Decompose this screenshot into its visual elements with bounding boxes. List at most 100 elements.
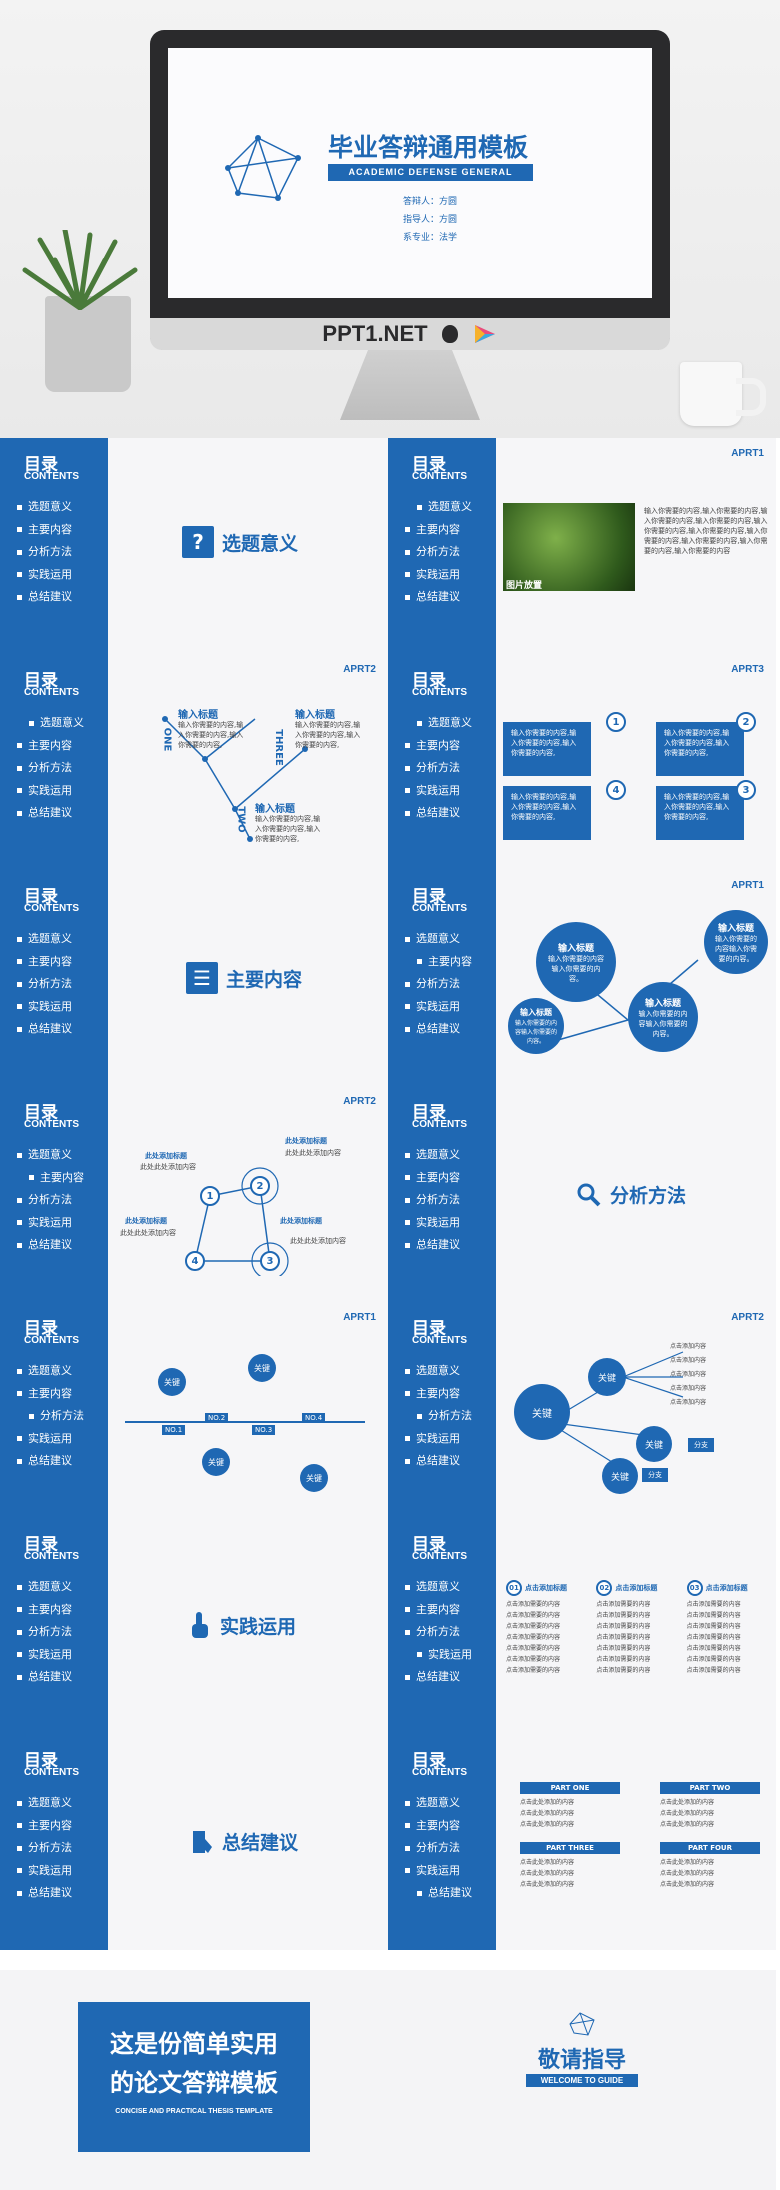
info-box: 输入你需要的内容,输入你需要的内容,输入你需要的内容,	[656, 786, 744, 840]
tree-item: 点击添加内容	[670, 1371, 707, 1378]
toc-item: 主要内容	[29, 1167, 84, 1190]
step-heading: 此处添加标题	[125, 1217, 167, 1225]
toc-title: 目录	[412, 1751, 446, 1771]
slide-toc-3: 目录 CONTENTS 选题意义 主要内容 分析方法 实践运用 总结建议 分析方…	[388, 1086, 776, 1302]
toc-contents: CONTENTS	[412, 1119, 467, 1130]
toc-item: 选题意义	[405, 1360, 472, 1383]
toc-title: 目录	[412, 887, 446, 907]
toc-item: 选题意义	[17, 1144, 84, 1167]
part-label: PART TWO	[660, 1782, 760, 1794]
toc-title: 目录	[24, 887, 58, 907]
toc-item: 实践运用	[405, 1860, 472, 1883]
part-item: 点击此处添加的内容	[520, 1859, 575, 1866]
toc-menu: 选题意义 主要内容 分析方法 实践运用 总结建议	[17, 496, 72, 609]
circle-heading: 输入标题	[717, 923, 754, 934]
closing-line2: 的论文答辩模板	[110, 2069, 278, 2097]
step-number: 1	[200, 1186, 220, 1206]
magnifier-icon	[577, 1183, 601, 1206]
column-item: 点击添加需要的内容	[596, 1634, 651, 1641]
key-circle: 关键	[158, 1368, 186, 1396]
column-item: 点击添加需要的内容	[596, 1645, 651, 1652]
key-circle: 关键	[300, 1464, 328, 1492]
column-item: 点击添加需要的内容	[686, 1656, 741, 1663]
toc-contents: CONTENTS	[412, 687, 467, 698]
toc-item: 总结建议	[17, 1666, 72, 1689]
monitor: 毕业答辩通用模板 ACADEMIC DEFENSE GENERAL 答辩人：方圆…	[150, 30, 670, 350]
branch-heading: 输入标题	[295, 710, 335, 721]
bookmark-icon	[193, 1830, 212, 1853]
slide-steps: 目录 CONTENTS 选题意义 主要内容 分析方法 实践运用 总结建议 APR…	[0, 1086, 388, 1302]
tree-items: 点击添加内容 点击添加内容 点击添加内容 点击添加内容 点击添加内容	[670, 1340, 706, 1410]
column-heading: 点击添加标题	[525, 1584, 567, 1592]
slide-timeline: 目录 CONTENTS 选题意义 主要内容 分析方法 实践运用 总结建议 APR…	[0, 1302, 388, 1518]
section-heading: ? 选题意义	[182, 526, 298, 558]
column-item: 点击添加需要的内容	[506, 1601, 561, 1608]
toc-item: 分析方法	[405, 1189, 460, 1212]
toc-menu: 选题意义 主要内容 分析方法 实践运用 总结建议	[17, 712, 84, 825]
section-title: 分析方法	[610, 1185, 687, 1207]
monitor-stand	[340, 350, 480, 420]
toc-item: 主要内容	[405, 1167, 460, 1190]
question-icon: ?	[182, 526, 214, 558]
hand-pointer-icon	[192, 1612, 208, 1638]
toc-item: 主要内容	[405, 519, 472, 542]
toc-sidebar: 目录 CONTENTS 选题意义 主要内容 分析方法 实践运用 总结建议	[388, 870, 496, 1086]
step-body: 此处此处添加内容	[285, 1149, 341, 1157]
part-block: PART THREE 点击此处添加的内容点击此处添加的内容点击此处添加的内容	[520, 1842, 620, 1890]
key-circle: 关键	[202, 1448, 230, 1476]
toc-item: 总结建议	[17, 1234, 84, 1257]
part-tag: APRT1	[731, 448, 764, 459]
hero-info: 答辩人：方圆 指导人：方圆 系专业：法学	[403, 193, 457, 247]
part-item: 点击此处添加的内容	[520, 1810, 575, 1817]
apple-icon	[441, 325, 458, 343]
circle-body: 输入你需要的内容输入你需要的内容。	[715, 934, 757, 963]
box-number: 1	[606, 712, 626, 732]
part-item: 点击此处添加的内容	[660, 1799, 715, 1806]
toc-item: 分析方法	[405, 541, 472, 564]
key-circle: 关键	[248, 1354, 276, 1382]
branch-tag: 分支	[688, 1438, 714, 1452]
slide-branch: 目录 CONTENTS 选题意义 主要内容 分析方法 实践运用 总结建议 APR…	[0, 654, 388, 870]
part-label: PART FOUR	[660, 1842, 760, 1854]
toc-item: 实践运用	[405, 564, 472, 587]
toc-item: 总结建议	[17, 1450, 84, 1473]
toc-contents: CONTENTS	[24, 1551, 79, 1562]
toc-title: 目录	[24, 1535, 58, 1555]
closing-line1: 这是份简单实用	[110, 2030, 278, 2058]
hero-subtitle: ACADEMIC DEFENSE GENERAL	[328, 164, 533, 181]
toc-item: 分析方法	[17, 1837, 72, 1860]
toc-menu: 选题意义 主要内容 分析方法 实践运用 总结建议	[17, 1792, 72, 1905]
branch-tag: 分支	[642, 1468, 668, 1482]
thanks-sub: WELCOME TO GUIDE	[526, 2074, 638, 2087]
thanks-title: 敬请指导	[537, 2048, 626, 2073]
toc-item: 实践运用	[405, 1428, 472, 1451]
toc-sidebar: 目录 CONTENTS 选题意义 主要内容 分析方法 实践运用 总结建议	[388, 1518, 496, 1734]
toc-menu: 选题意义 主要内容 分析方法 实践运用 总结建议	[405, 712, 472, 825]
toc-item: 实践运用	[17, 780, 84, 803]
toc-item: 选题意义	[417, 496, 472, 519]
closing-box: 这是份简单实用 的论文答辩模板 CONCISE AND PRACTICAL TH…	[78, 2002, 310, 2152]
topic-circle: 输入标题 输入你需要的内容输入你需要的内容。	[628, 982, 698, 1052]
circle-heading: 输入标题	[520, 1008, 552, 1017]
key-circle: 关键	[588, 1358, 626, 1396]
column-item: 点击添加需要的内容	[596, 1601, 651, 1608]
timeline-no: NO.2	[205, 1413, 229, 1423]
part-item: 点击此处添加的内容	[660, 1821, 715, 1828]
brand-text: PPT1.NET	[322, 321, 428, 346]
toc-item: 选题意义	[29, 712, 84, 735]
toc-item: 实践运用	[17, 1212, 84, 1235]
toc-item: 总结建议	[405, 586, 472, 609]
tree-item: 点击添加内容	[670, 1399, 707, 1406]
parts-grid: PART ONE 点击此处添加的内容点击此处添加的内容点击此处添加的内容 PAR…	[520, 1782, 760, 1890]
column-heading: 点击添加标题	[705, 1584, 748, 1592]
cup-handle	[736, 378, 766, 416]
slide-topic: 目录 CONTENTS 选题意义 主要内容 分析方法 实践运用 总结建议 APR…	[388, 438, 776, 654]
toc-item: 实践运用	[17, 1644, 72, 1667]
part-item: 点击此处添加的内容	[660, 1881, 715, 1888]
toc-sidebar: 目录 CONTENTS 选题意义 主要内容 分析方法 实践运用 总结建议	[388, 1086, 496, 1302]
slide-toc-4: 目录 CONTENTS 选题意义 主要内容 分析方法 实践运用 总结建议 实践运…	[0, 1518, 388, 1734]
section-title: 主要内容	[226, 968, 303, 991]
toc-item: 主要内容	[405, 1815, 472, 1838]
